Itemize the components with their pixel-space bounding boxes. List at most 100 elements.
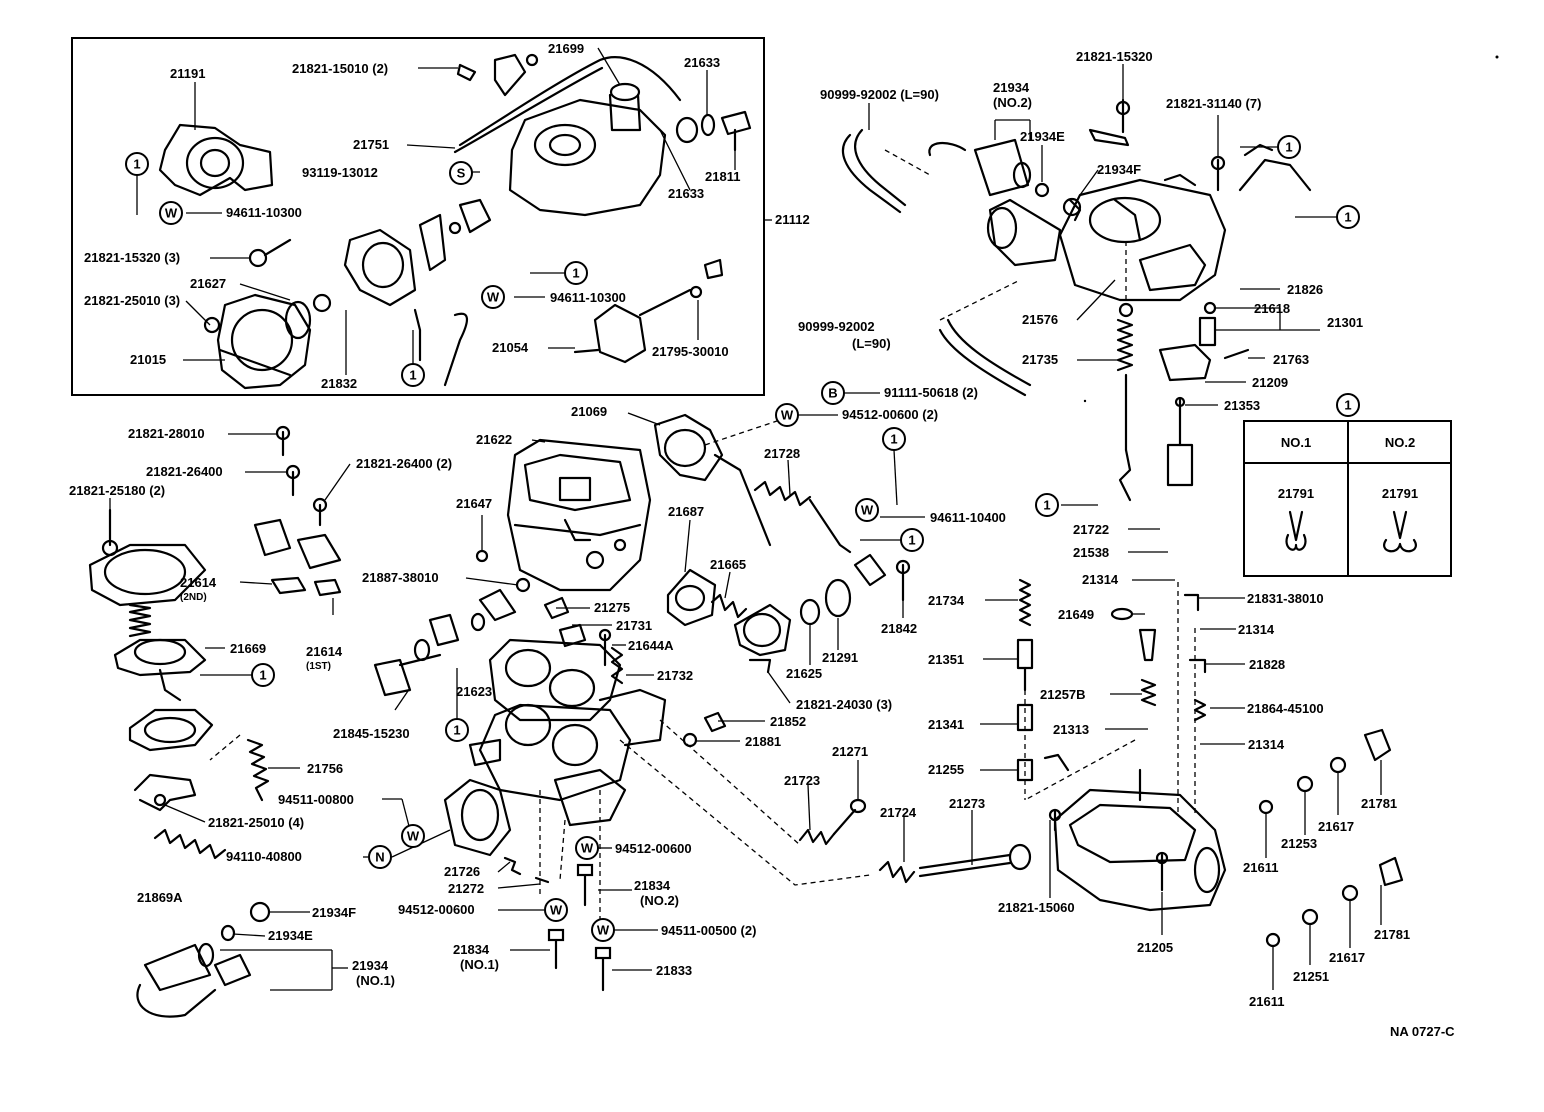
- label-21576: 21576: [1022, 312, 1058, 327]
- ref-symbol-W: W: [407, 829, 420, 844]
- part-linkage-lower: [798, 798, 1032, 884]
- label-21669: 21669: [230, 641, 266, 656]
- label-94110-40800: 94110-40800: [226, 849, 302, 864]
- label-21934-bot-no: (NO.1): [356, 973, 395, 988]
- label-21821-25010-4: 21821-25010 (4): [208, 815, 304, 830]
- legend-ref-symbol: 1: [1344, 398, 1351, 413]
- label-21272: 21272: [448, 881, 484, 896]
- label-21351: 21351: [928, 652, 964, 667]
- label-21611a: 21611: [1243, 860, 1278, 875]
- label-94512-00600-2: 94512-00600 (2): [842, 407, 938, 422]
- label-21821-25180: 21821-25180 (2): [69, 483, 165, 498]
- label-21614-1st: 21614: [306, 644, 343, 659]
- diagram-code: NA 0727-C: [1390, 1024, 1455, 1039]
- label-21833: 21833: [656, 963, 692, 978]
- label-94611-10300b: 94611-10300: [550, 290, 626, 305]
- label-21627: 21627: [190, 276, 226, 291]
- part-21756-lever: [133, 738, 270, 812]
- label-21353: 21353: [1224, 398, 1260, 413]
- label-21257B: 21257B: [1040, 687, 1086, 702]
- part-center-small: [373, 549, 624, 697]
- label-21821-26400: 21821-26400: [146, 464, 223, 479]
- label-21781a: 21781: [1361, 796, 1397, 811]
- label-21665: 21665: [710, 557, 746, 572]
- part-drawings: [88, 53, 1404, 1018]
- ref-symbol-W: W: [861, 503, 874, 518]
- label-21834-no1: 21834: [453, 942, 490, 957]
- label-21934-top-no: (NO.2): [993, 95, 1032, 110]
- ref-symbol-1: 1: [133, 157, 140, 172]
- label-21934-bot: 21934: [352, 958, 389, 973]
- label-21821-15060: 21821-15060: [998, 900, 1075, 915]
- label-21314a: 21314: [1082, 572, 1119, 587]
- ref-symbol-W: W: [550, 903, 563, 918]
- label-21821-24030: 21821-24030 (3): [796, 697, 892, 712]
- label-21275: 21275: [594, 600, 630, 615]
- label-21687: 21687: [668, 504, 704, 519]
- label-21723: 21723: [784, 773, 820, 788]
- part-21301-assembly: [1158, 301, 1250, 382]
- label-21614-2nd-sub: (2ND): [180, 592, 207, 603]
- label-21781b: 21781: [1374, 927, 1410, 942]
- ref-symbol-W: W: [597, 923, 610, 938]
- label-21649: 21649: [1058, 607, 1094, 622]
- legend-col-1-header: NO.1: [1281, 435, 1311, 450]
- label-21209: 21209: [1252, 375, 1288, 390]
- label-21934F-bot: 21934F: [312, 905, 356, 920]
- label-21728: 21728: [764, 446, 800, 461]
- ref-symbol-W: W: [487, 290, 500, 305]
- label-21314b: 21314: [1238, 622, 1275, 637]
- label-90999-mid-len: (L=90): [852, 336, 891, 351]
- label-21934-top: 21934: [993, 80, 1030, 95]
- part-21728-spring: [753, 480, 852, 554]
- label-21934E-bot: 21934E: [268, 928, 313, 943]
- label-21069: 21069: [571, 404, 607, 419]
- ref-symbol-1: 1: [1344, 210, 1351, 225]
- part-21869A-spring: [153, 828, 227, 860]
- ref-symbols: 1 W S 1 W 1 1 1 B W 1 W 1 1 1 1 W N W W …: [125, 135, 1360, 942]
- label-21611b: 21611: [1249, 994, 1284, 1009]
- label-21614-2nd: 21614: [180, 575, 217, 590]
- label-21821-15320-3: 21821-15320 (3): [84, 250, 180, 265]
- label-21751: 21751: [353, 137, 389, 152]
- label-21834-no2-sub: (NO.2): [640, 893, 679, 908]
- label-21795-30010: 21795-30010: [652, 344, 729, 359]
- label-21934F-top: 21934F: [1097, 162, 1141, 177]
- ref-symbol-N: N: [375, 850, 384, 865]
- label-21112: 21112: [775, 212, 810, 227]
- label-90999-92002-top: 90999-92002 (L=90): [820, 87, 939, 102]
- label-21821-25010-3: 21821-25010 (3): [84, 293, 180, 308]
- label-94511-00800: 94511-00800: [278, 792, 354, 807]
- label-91111-50618: 91111-50618 (2): [884, 385, 978, 400]
- clip-icon: [1383, 510, 1417, 553]
- part-carb-top-right: [986, 128, 1227, 302]
- label-21852: 21852: [770, 714, 806, 729]
- sub-assembly-frame: [71, 37, 765, 396]
- ref-symbol-1: 1: [259, 668, 266, 683]
- label-21255: 21255: [928, 762, 964, 777]
- label-21828: 21828: [1249, 657, 1285, 672]
- label-21054: 21054: [492, 340, 529, 355]
- ref-symbol-1: 1: [908, 533, 915, 548]
- label-21273: 21273: [949, 796, 985, 811]
- label-21314c: 21314: [1248, 737, 1285, 752]
- label-21625: 21625: [786, 666, 822, 681]
- label-21191: 21191: [170, 66, 205, 81]
- label-21811: 21811: [705, 169, 740, 184]
- ref-symbol-circle: [1336, 393, 1360, 417]
- ref-symbol-W: W: [165, 206, 178, 221]
- label-21834-no2: 21834: [634, 878, 671, 893]
- clip-icon: [1285, 510, 1307, 551]
- ref-symbol-1: 1: [1285, 140, 1292, 155]
- part-carb-top-cover: [453, 56, 682, 217]
- legend-table: NO.1 NO.2 21791 21791 1: [1243, 393, 1452, 577]
- label-21253: 21253: [1281, 836, 1317, 851]
- label-94611-10400: 94611-10400: [930, 510, 1006, 525]
- label-21699: 21699: [548, 41, 584, 56]
- label-21869A: 21869A: [137, 890, 183, 905]
- ref-symbol-1: 1: [453, 723, 460, 738]
- label-21887-38010: 21887-38010: [362, 570, 439, 585]
- label-21633b: 21633: [668, 186, 704, 201]
- ref-symbol-B: B: [828, 386, 837, 401]
- ref-symbol-1: 1: [409, 368, 416, 383]
